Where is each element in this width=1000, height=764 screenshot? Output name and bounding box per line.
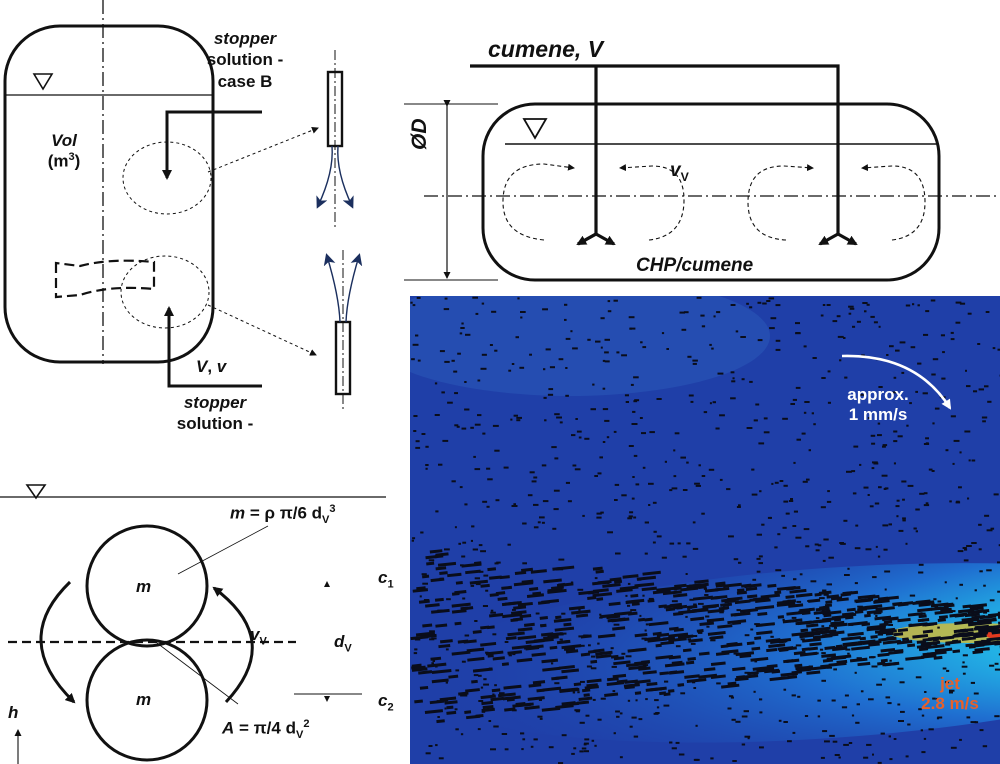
bottom-nozzle-detail bbox=[323, 250, 363, 410]
left-vessel bbox=[3, 0, 319, 388]
chp-cumene-label: CHP/cumene bbox=[636, 255, 754, 276]
piv-particle-field bbox=[410, 296, 1000, 764]
piv-velocity-image bbox=[410, 296, 1000, 764]
area-equation-label: A = π/4 dV2 bbox=[222, 718, 310, 742]
bottom-nozzle-spray bbox=[323, 253, 341, 323]
cumene-feed-label: cumene, V bbox=[488, 36, 604, 62]
stopper-solution-bottom-label: stopper solution - bbox=[176, 393, 254, 434]
top-nozzle-leader bbox=[207, 126, 319, 173]
mass-eq-leader bbox=[177, 525, 269, 575]
c2-marker bbox=[324, 696, 330, 702]
c1-label: c1 bbox=[378, 568, 394, 591]
jet-speed-label: jet 2.8 m/s bbox=[921, 674, 979, 713]
circulation-loop-3 bbox=[747, 164, 814, 241]
top-mass-circle bbox=[85, 524, 209, 648]
mass-equation-label: m = ρ π/6 dV3 bbox=[230, 503, 336, 527]
vortex-model bbox=[0, 484, 386, 764]
top-mass-label: m bbox=[136, 577, 152, 596]
volume-label: Vol (m3) bbox=[47, 131, 81, 171]
bottom-mass-circle bbox=[85, 638, 209, 762]
bottom-nozzle-leader bbox=[207, 304, 317, 356]
bottom-nozzle-tube bbox=[334, 320, 352, 396]
right-liquid-level-marker bbox=[522, 118, 548, 140]
inlet-flow-label: V, v bbox=[196, 357, 227, 376]
top-jet-zone bbox=[122, 141, 212, 215]
diameter-label: ØD bbox=[408, 118, 431, 151]
bottom-jet-zone bbox=[120, 255, 210, 329]
height-axis-label: h bbox=[8, 703, 19, 722]
vortex-diameter-label: dV bbox=[334, 632, 352, 655]
piv-jet-plume bbox=[412, 563, 1000, 743]
dashed-internal-outline bbox=[54, 259, 156, 299]
area-eq-leader bbox=[156, 642, 239, 705]
model-level-marker bbox=[25, 484, 47, 500]
top-nozzle-detail bbox=[316, 50, 354, 228]
right-rotation-arrow bbox=[212, 586, 254, 704]
flow-speed-label: approx. 1 mm/s bbox=[847, 385, 909, 424]
stopper-solution-case-b-label: stopper solution - case B bbox=[206, 29, 284, 91]
left-vessel-body bbox=[3, 24, 215, 364]
piv-upper-zone bbox=[410, 296, 770, 396]
circulation-loop-2 bbox=[619, 164, 685, 241]
bottom-mass-label: m bbox=[136, 690, 152, 709]
top-inlet-pipe bbox=[162, 110, 262, 180]
right-feed-nozzle bbox=[837, 232, 858, 246]
right-circulation-velocity-label: vV bbox=[670, 160, 689, 184]
top-nozzle-tube bbox=[326, 70, 344, 148]
vortex-velocity-label: vV bbox=[250, 625, 267, 648]
flow-direction-arrow bbox=[841, 354, 952, 410]
right-vessel-body bbox=[481, 102, 941, 282]
right-vessel bbox=[404, 64, 1000, 282]
top-nozzle-spray bbox=[316, 145, 333, 209]
c1-marker bbox=[324, 581, 330, 587]
c2-label: c2 bbox=[378, 691, 394, 714]
left-liquid-level-marker bbox=[32, 73, 54, 91]
left-rotation-arrow bbox=[39, 580, 76, 704]
circulation-loop-4 bbox=[861, 164, 926, 241]
feed-pipe bbox=[470, 64, 840, 234]
bottom-inlet-pipe bbox=[164, 306, 262, 388]
circulation-loop-1 bbox=[502, 163, 575, 241]
